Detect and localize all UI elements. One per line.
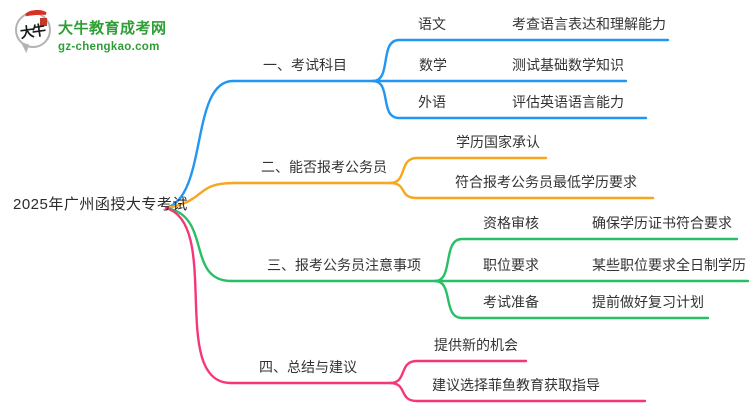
branch-1-leaf-3: 评估英语语言能力 bbox=[512, 94, 624, 110]
branch-4-child-2: 建议选择菲鱼教育获取指导 bbox=[432, 377, 600, 393]
branch-4-row-1-line bbox=[388, 359, 528, 385]
branch-3-leaf-3: 提前做好复习计划 bbox=[592, 294, 704, 310]
branch-4-label: 四、总结与建议 bbox=[259, 359, 357, 375]
branch-3-lines bbox=[164, 206, 750, 320]
branch-3-row-1-line bbox=[433, 237, 739, 283]
branch-1-row-3-line bbox=[371, 79, 648, 120]
branch-1-leaf-2: 测试基础数学知识 bbox=[512, 57, 624, 73]
branch-3-leaf-1: 确保学历证书符合要求 bbox=[592, 215, 732, 231]
branch-3-child-1: 资格审核 bbox=[483, 215, 539, 231]
branch-1-child-1: 语文 bbox=[418, 16, 446, 32]
branch-4-lines bbox=[164, 206, 647, 403]
branch-2-lines bbox=[164, 156, 655, 210]
branch-2-label: 二、能否报考公务员 bbox=[261, 159, 387, 175]
branch-2-root-curve bbox=[164, 181, 236, 210]
branch-1-lines bbox=[164, 38, 670, 210]
logo-speech-bubble-icon: 大牛 bbox=[15, 9, 51, 54]
branch-2-child-2: 符合报考公务员最低学历要求 bbox=[455, 174, 637, 190]
logo-brand-title: 大牛教育成考网 bbox=[58, 20, 167, 37]
branch-3-child-2: 职位要求 bbox=[483, 257, 539, 273]
logo-bubble-tail bbox=[17, 41, 30, 54]
branch-1-leaf-1: 考查语言表达和理解能力 bbox=[512, 16, 666, 32]
branch-3-leaf-2: 某些职位要求全日制学历 bbox=[592, 257, 746, 273]
branch-1-root-curve bbox=[164, 79, 235, 210]
branch-4-root-curve bbox=[164, 206, 233, 385]
branch-1-row-1-line bbox=[371, 38, 670, 83]
branch-3-root-curve bbox=[164, 206, 233, 283]
site-logo[interactable]: 大牛 大牛教育成考网 gz-chengkao.com bbox=[15, 9, 167, 54]
branch-4-child-1: 提供新的机会 bbox=[434, 337, 518, 353]
branch-2-child-1: 学历国家承认 bbox=[456, 134, 540, 150]
branch-2-row-2-line bbox=[388, 181, 655, 200]
root-node: 2025年广州函授大专考试 bbox=[13, 196, 188, 213]
branch-1-child-2: 数学 bbox=[419, 57, 447, 73]
logo-domain: gz-chengkao.com bbox=[58, 41, 160, 53]
branch-2-row-1-line bbox=[388, 156, 548, 185]
branch-1-child-3: 外语 bbox=[418, 94, 446, 110]
branch-3-label: 三、报考公务员注意事项 bbox=[267, 257, 421, 273]
branch-1-label: 一、考试科目 bbox=[263, 57, 347, 73]
logo-characters: 大牛 bbox=[19, 23, 46, 43]
branch-3-row-3-line bbox=[433, 279, 710, 320]
logo-brand-block: 大牛教育成考网 gz-chengkao.com bbox=[58, 12, 167, 53]
logo-red-seal-icon bbox=[40, 18, 47, 26]
branch-4-row-2-line bbox=[388, 381, 647, 403]
branch-3-child-3: 考试准备 bbox=[483, 294, 539, 310]
